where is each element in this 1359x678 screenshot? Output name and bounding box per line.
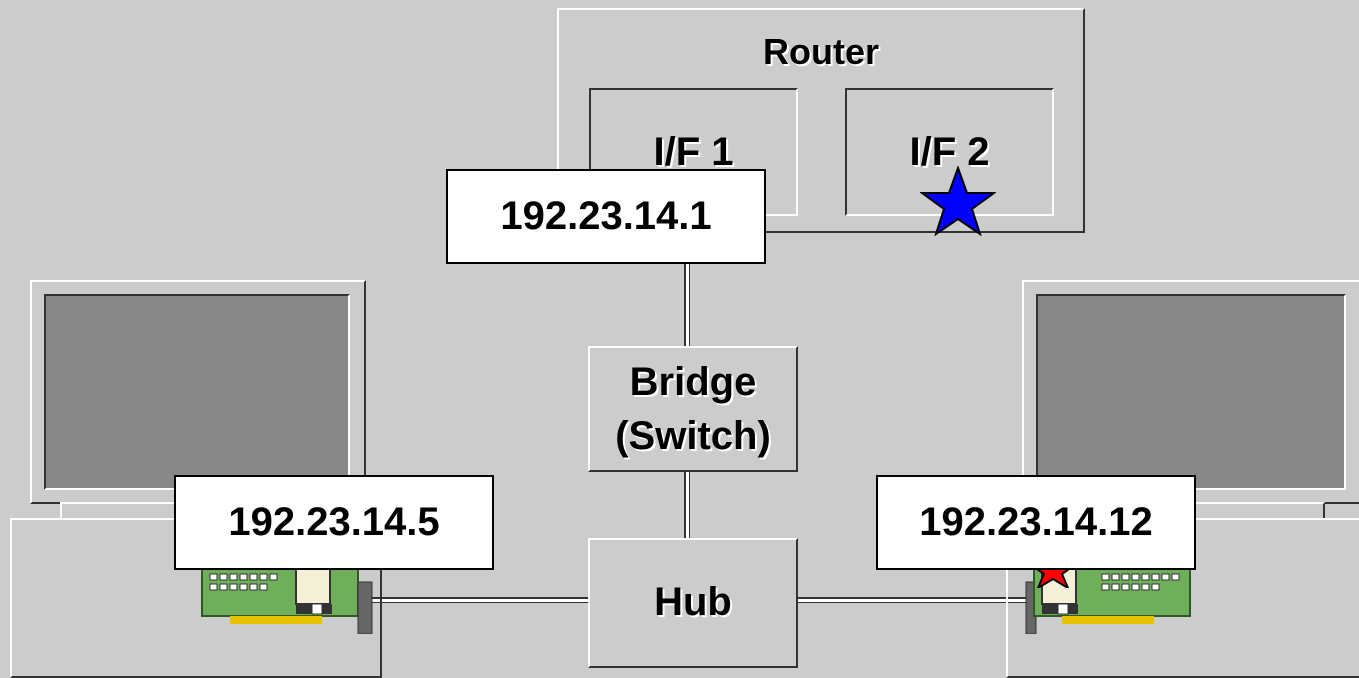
router-ip-label: 192.23.14.1 (446, 169, 766, 264)
right-host-ip-label: 192.23.14.12 (876, 475, 1196, 570)
router-label: Router (557, 22, 1085, 82)
left-nic-icon (200, 562, 380, 634)
left-monitor-screen (44, 294, 350, 490)
left-host-ip-label: 192.23.14.5 (174, 475, 494, 570)
bridge-label-line1: Bridge (588, 356, 798, 408)
bridge-label-line2: (Switch) (588, 410, 798, 462)
blue-star-icon (920, 166, 996, 236)
right-monitor-screen (1036, 294, 1346, 490)
hub-label: Hub (588, 572, 798, 632)
